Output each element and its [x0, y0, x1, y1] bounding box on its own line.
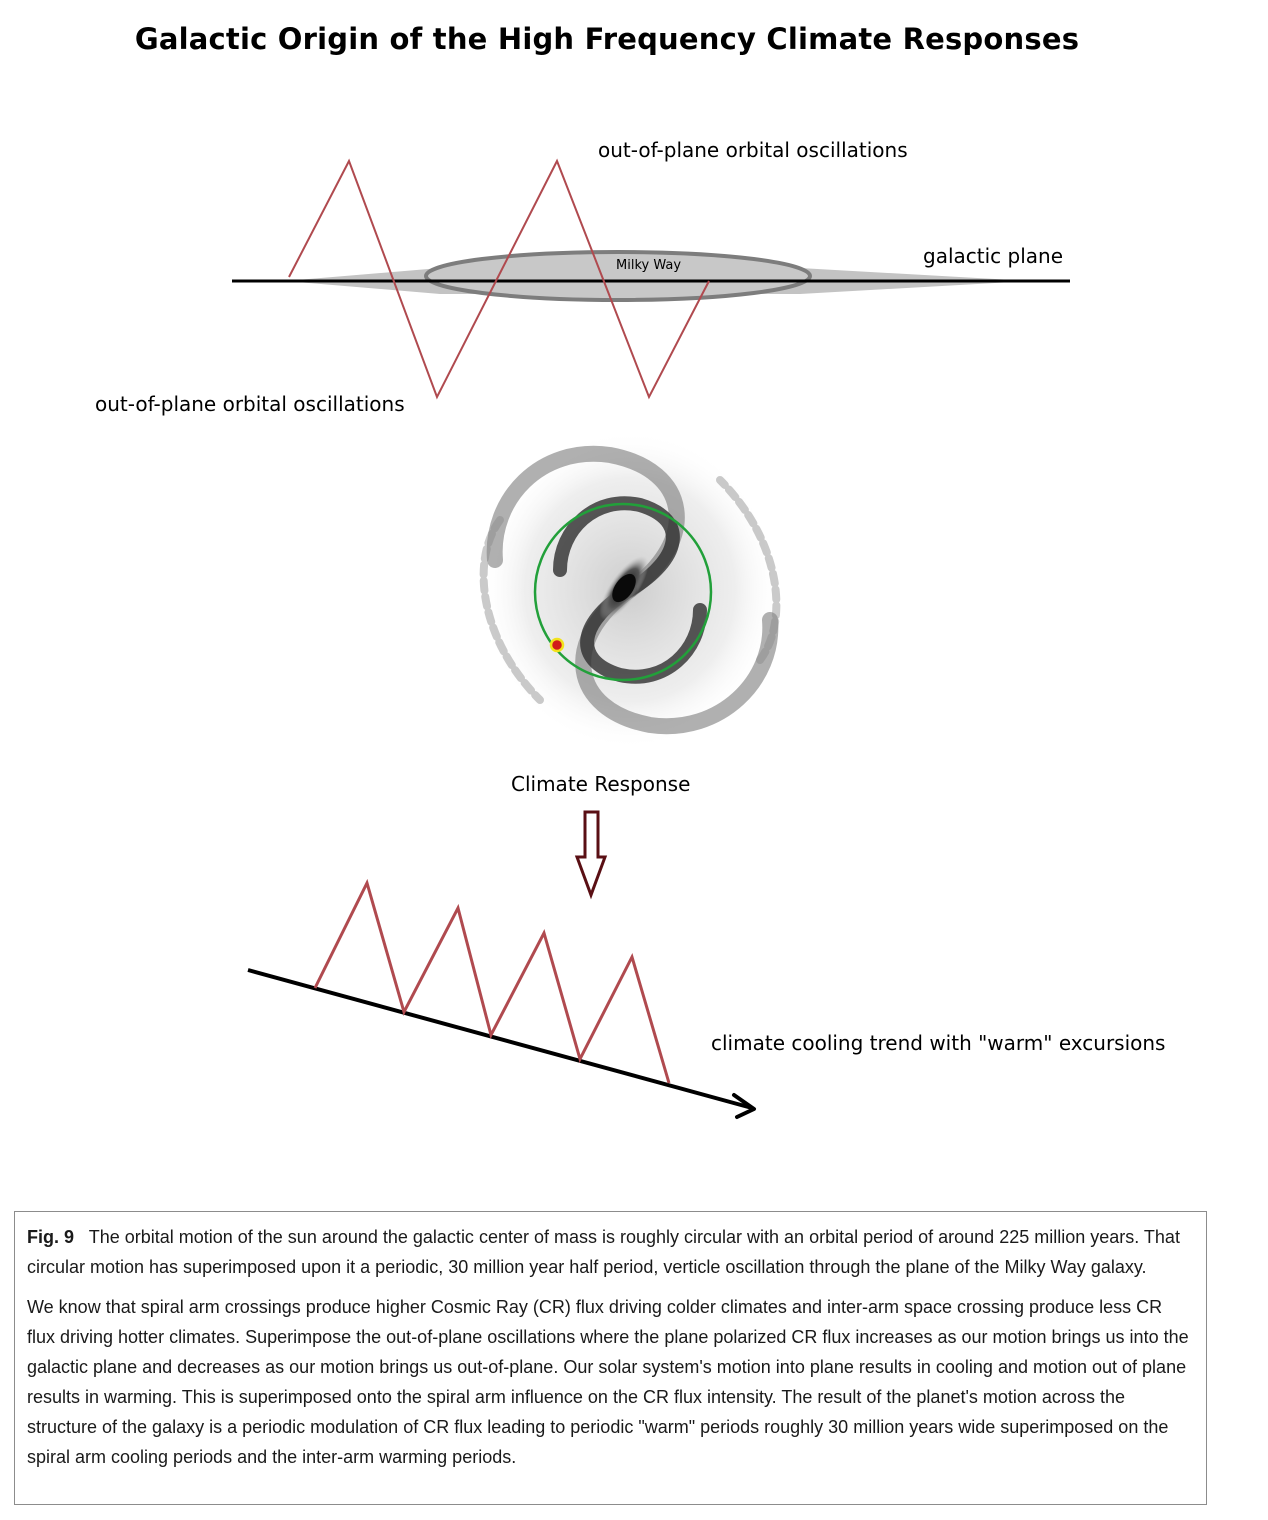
label-climate-response: Climate Response: [511, 772, 691, 796]
label-oscillations-top: out-of-plane orbital oscillations: [598, 138, 908, 162]
label-cooling-trend: climate cooling trend with "warm" excurs…: [711, 1031, 1166, 1055]
galactic-bulge: [424, 250, 812, 302]
caption-paragraph-2: We know that spiral arm crossings produc…: [27, 1297, 1189, 1467]
label-galactic-plane: galactic plane: [923, 244, 1063, 268]
figure-caption: Fig. 9 The orbital motion of the sun aro…: [14, 1211, 1207, 1505]
spiral-galaxy: [479, 430, 781, 750]
caption-text-1: The orbital motion of the sun around the…: [27, 1227, 1180, 1277]
sun-marker: [549, 637, 565, 653]
galactic-diagram: [232, 158, 1070, 1119]
cooling-trend-arrowhead: [732, 1093, 756, 1119]
label-milky-way: Milky Way: [616, 258, 682, 273]
cooling-trend-line: [247, 968, 753, 1110]
diagram-title: Galactic Origin of the High Frequency Cl…: [134, 22, 1080, 56]
solar-orbit-circle: [533, 502, 713, 682]
caption-paragraph-1: Fig. 9 The orbital motion of the sun aro…: [27, 1222, 1194, 1282]
label-oscillations-bottom: out-of-plane orbital oscillations: [95, 392, 405, 416]
climate-response-arrow: [574, 810, 608, 900]
warm-excursions-path: [313, 878, 671, 1084]
orbital-oscillation-path: [288, 158, 710, 400]
figure-label: Fig. 9: [27, 1227, 75, 1247]
